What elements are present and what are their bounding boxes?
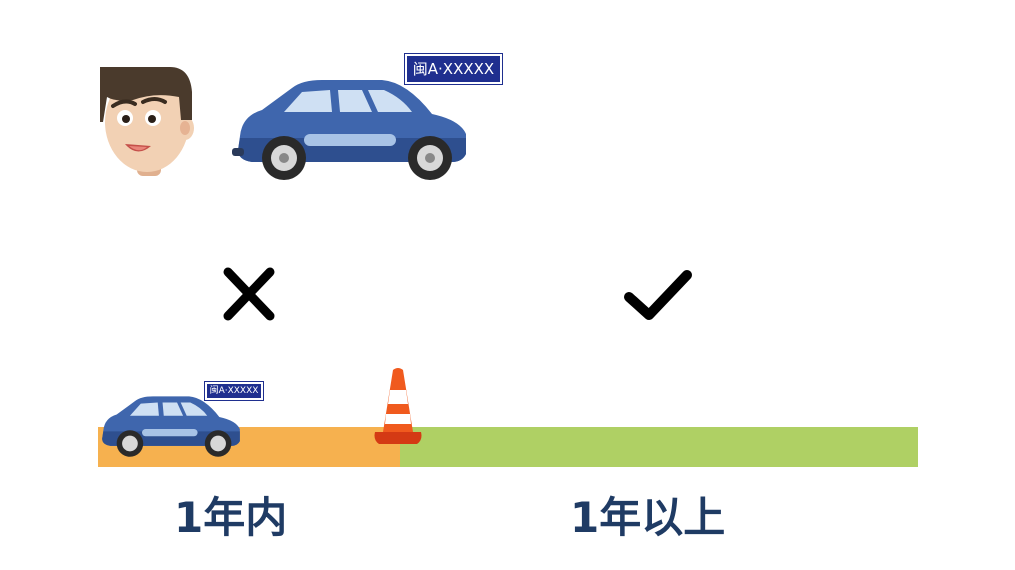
- cross-icon: [223, 267, 275, 321]
- small-car-icon: [102, 396, 240, 457]
- car-icon: [232, 80, 466, 180]
- caption-within-year: 1年内: [174, 493, 288, 542]
- check-icon: [624, 270, 692, 320]
- timeline-segment-beyond-year: [400, 427, 918, 467]
- person-face-icon: [100, 67, 194, 176]
- small-license-plate: 闽A·XXXXX: [204, 381, 264, 401]
- caption-beyond-year: 1年以上: [570, 493, 726, 542]
- license-plate: 闽A·XXXXX: [404, 53, 503, 85]
- traffic-cone-icon: [374, 368, 422, 444]
